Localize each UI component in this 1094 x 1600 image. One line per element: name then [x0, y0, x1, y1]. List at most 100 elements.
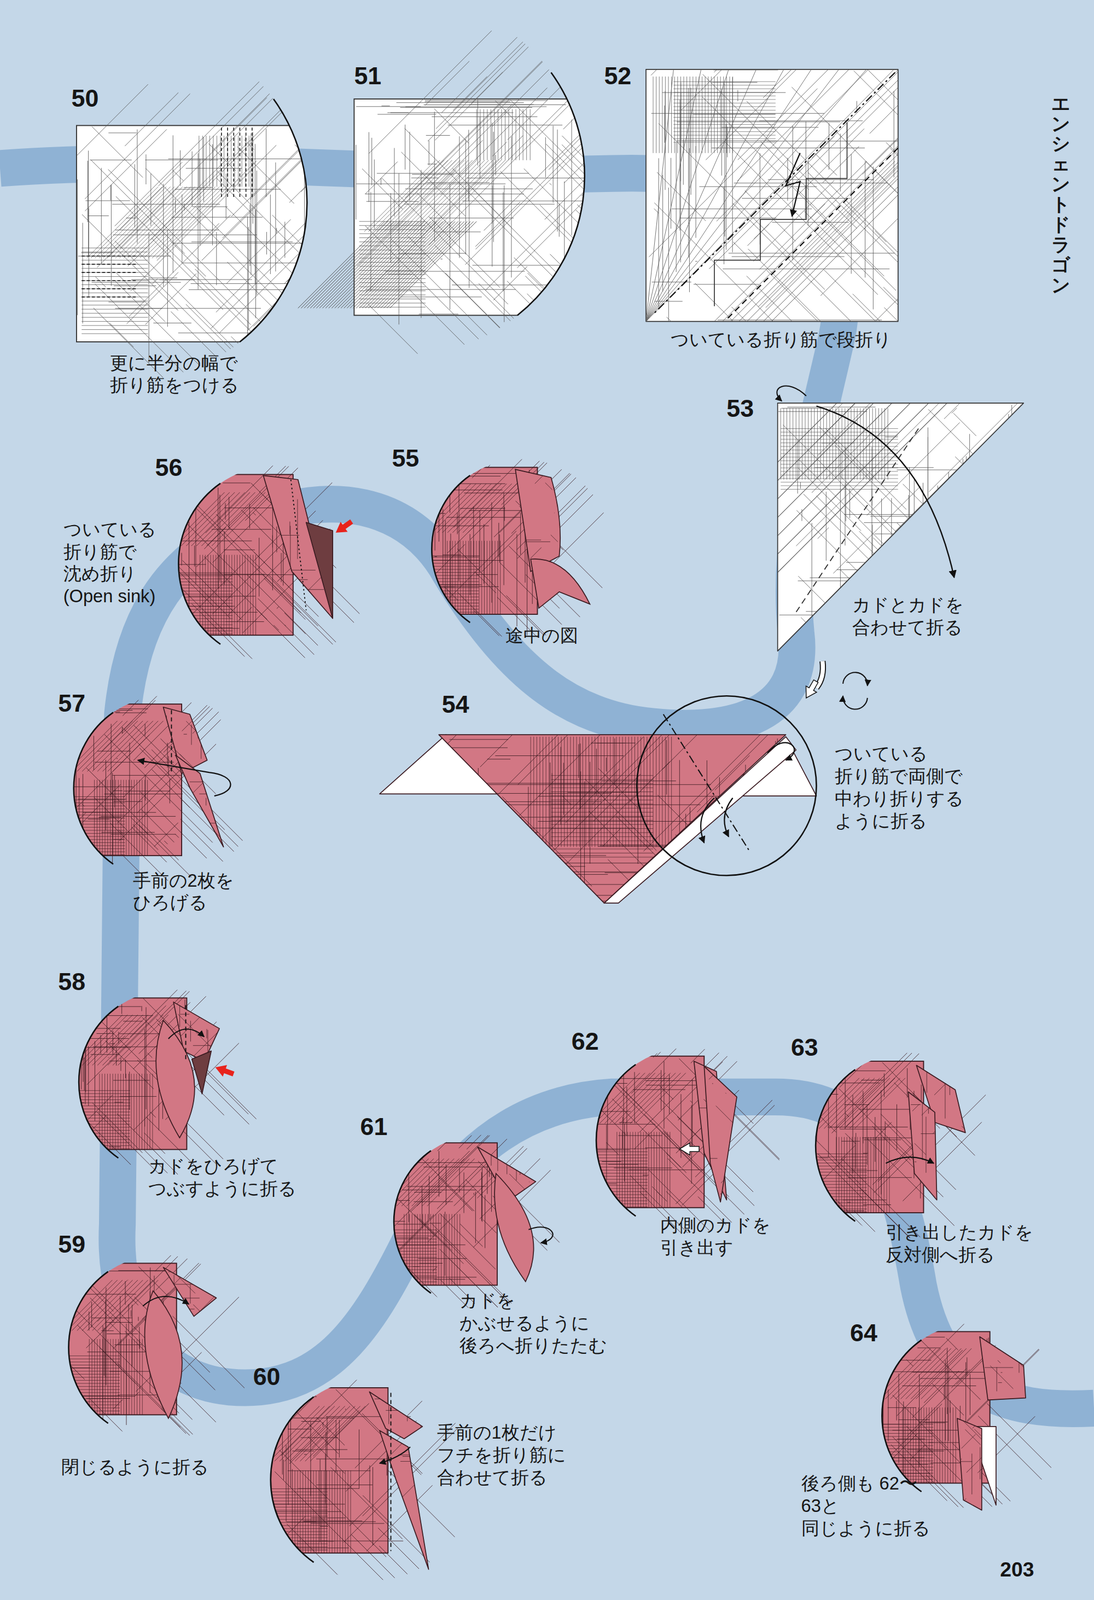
illustration-part — [595, 894, 617, 896]
illustration-part — [355, 144, 357, 220]
illustration-part — [172, 1258, 201, 1286]
illustration-part — [452, 540, 453, 615]
illustration-part — [713, 36, 751, 73]
illustration-part — [300, 1437, 339, 1439]
illustration-part — [428, 140, 430, 166]
illustration-part — [780, 428, 899, 429]
illustration-part — [316, 1458, 392, 1460]
illustration-part — [66, 1404, 120, 1406]
illustration-part — [97, 720, 148, 772]
illustration-part — [745, 764, 746, 779]
illustration-part — [427, 0, 620, 142]
illustration-part — [428, 216, 500, 288]
illustration-part — [290, 1409, 292, 1488]
illustration-part — [101, 686, 167, 752]
illustration-part — [442, 554, 462, 556]
illustration-part — [92, 710, 133, 711]
illustration-part — [385, 271, 526, 272]
illustration-part — [68, 1271, 108, 1424]
illustration-part — [164, 1258, 244, 1334]
illustration-part — [778, 167, 803, 192]
illustration-part — [870, 515, 1042, 517]
illustration-part — [270, 1546, 328, 1547]
illustration-part — [530, 736, 532, 847]
illustration-part — [845, 446, 847, 522]
illustration-part — [1009, 522, 1094, 705]
illustration-part — [771, 194, 898, 322]
illustration-part — [559, 204, 560, 237]
illustration-part — [188, 289, 356, 290]
illustration-part — [270, 1511, 342, 1512]
illustration-part — [680, 887, 775, 982]
illustration-part — [798, 408, 800, 480]
illustration-part — [289, 1406, 346, 1462]
illustration-part — [289, 521, 290, 534]
illustration-part — [252, 554, 254, 636]
illustration-part — [380, 221, 468, 309]
illustration-part — [81, 255, 136, 257]
illustration-part — [266, 1410, 276, 1411]
illustration-part — [650, 0, 883, 76]
illustration-part — [719, 777, 720, 871]
illustration-part — [185, 1004, 187, 1062]
illustration-part — [439, 98, 504, 100]
illustration-part — [111, 184, 112, 287]
illustration-part — [117, 1073, 119, 1150]
illustration-part — [795, 376, 966, 546]
illustration-part — [66, 1358, 120, 1360]
illustration-part — [501, 109, 502, 161]
illustration-part — [865, 160, 985, 280]
illustration-part — [554, 473, 595, 514]
illustration-part — [191, 603, 269, 681]
illustration-part — [270, 1522, 328, 1523]
illustration-part — [131, 279, 253, 281]
illustration-part — [777, 403, 837, 463]
illustration-part — [518, 706, 597, 785]
illustration-part — [368, 221, 456, 309]
illustration-part — [136, 129, 138, 244]
illustration-part — [365, 221, 453, 309]
illustration-part — [167, 229, 168, 327]
illustration-part — [81, 292, 148, 294]
illustration-part — [673, 106, 776, 107]
illustration-part — [66, 1361, 120, 1363]
illustration-part — [822, 146, 860, 183]
illustration-part — [418, 361, 640, 716]
illustration-part — [636, 695, 817, 876]
illustration-part — [853, 71, 969, 186]
illustration-part — [840, 133, 841, 192]
illustration-part — [672, 695, 808, 831]
illustration-part — [190, 1020, 191, 1042]
illustration-part — [539, 736, 540, 847]
illustration-part — [584, 778, 657, 851]
illustration-part — [123, 186, 196, 259]
illustration-part — [805, 185, 806, 219]
illustration-part — [127, 186, 200, 259]
illustration-part — [110, 1339, 112, 1416]
illustration-part — [223, 549, 255, 551]
illustration-part — [537, 821, 742, 822]
illustration-part — [268, 569, 316, 571]
illustration-part — [210, 554, 212, 636]
illustration-part — [278, 572, 313, 607]
illustration-part — [783, 408, 784, 480]
illustration-part — [484, 540, 485, 615]
illustration-part — [421, 513, 446, 514]
illustration-part — [550, 811, 654, 813]
illustration-part — [81, 280, 136, 282]
illustration-part — [206, 1028, 207, 1039]
illustration-part — [172, 1316, 286, 1429]
illustration-part — [81, 276, 148, 277]
illustration-part — [187, 629, 206, 648]
illustration-part — [515, 469, 561, 572]
illustration-part — [721, 126, 819, 128]
illustration-part — [747, 170, 899, 322]
illustration-part — [567, 792, 639, 793]
illustration-part — [270, 1494, 328, 1495]
illustration-part — [778, 411, 867, 412]
illustration-part — [129, 742, 130, 810]
illustration-part — [199, 554, 201, 636]
illustration-part — [524, 539, 541, 541]
illustration-part — [304, 315, 316, 327]
illustration-part — [467, 784, 468, 788]
